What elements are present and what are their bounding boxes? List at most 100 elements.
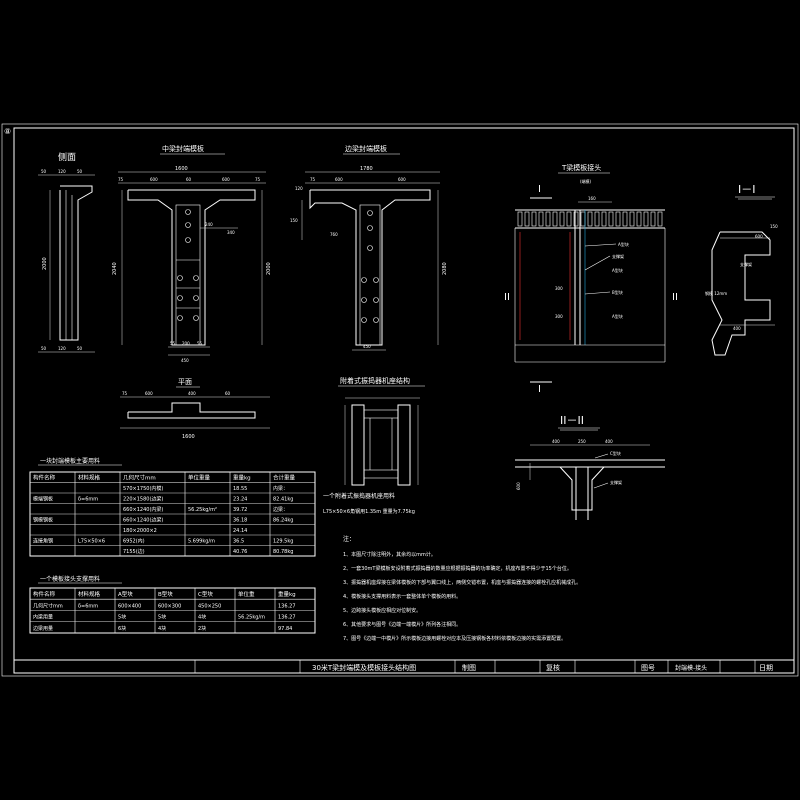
sec1-dim-3: 400 [733, 326, 741, 331]
mid-dim-4: 600 [222, 177, 230, 182]
edge-dim-3: 600 [398, 177, 406, 182]
deck-tooth [531, 211, 537, 227]
table1-title: 一块封端模板主要用料 [40, 457, 100, 465]
table1-header-3: 单位重量 [188, 474, 211, 482]
joint-subtitle: (端模) [580, 178, 592, 184]
table1-cell-5-4: 36.5 [233, 539, 244, 545]
table1-cell-0-4: 18.55 [233, 486, 247, 492]
table2-cell-0-6: 136.27 [278, 603, 296, 609]
table1-cell-3-5: 86.24kg [273, 518, 293, 524]
edge-beam-view: 边梁封端模板 1780 75 600 600 120 150 760 2080 … [290, 144, 448, 351]
sec2-lbl-2: 支撑架 [610, 479, 622, 485]
section-II-view: II－II 400 250 400 600 C型块 支撑架 [515, 414, 665, 520]
deck-tooth [573, 211, 579, 227]
sec2-dim-1: 400 [552, 439, 560, 444]
table1-cell-1-0: 模端钢板 [33, 496, 53, 503]
mid-right-height: 2000 [266, 262, 272, 275]
joint-mark-I-top: I [538, 184, 541, 195]
note-6: 6、其他要求与图号《边端一端模片》所列各注相同。 [343, 621, 461, 628]
table1-cell-1-5: 82.41kg [273, 497, 293, 503]
table2-cell-1-4: 4块 [198, 614, 206, 621]
edge-side-b: 150 [290, 218, 298, 223]
note-4: 4、模板接头支撑用料表示一套整体单个模板的用料。 [343, 593, 461, 600]
table1-cell-3-4: 36.18 [233, 518, 247, 524]
table1-cell-2-2: 660×1240(内梁) [123, 506, 163, 513]
sec1-dim-1: 600 [755, 234, 763, 239]
table2-cell-0-3: 600×300 [158, 603, 181, 609]
side-dim-bot-c: 50 [77, 346, 83, 351]
side-dim-bot-a: 50 [41, 346, 47, 351]
table2-header-4: C型块 [198, 590, 213, 598]
deck-tooth [538, 211, 544, 227]
edge-view-title: 边梁封端模板 [345, 144, 387, 153]
middle-t-outline [127, 189, 256, 346]
plan-dim-2: 600 [145, 391, 153, 396]
table2-cell-2-2: 6块 [118, 625, 126, 632]
deck-tooth [580, 211, 586, 227]
date-label: 日期 [759, 664, 773, 672]
deck-tooth [517, 211, 523, 227]
joint-lbl-2: 支撑架 [612, 253, 624, 259]
sec2-height: 600 [516, 482, 521, 490]
middle-view-title: 中梁封端模板 [162, 144, 204, 153]
table1-header-4: 重量kg [233, 474, 251, 482]
edge-dim-1: 75 [310, 177, 316, 182]
side-dim-b: 120 [58, 169, 66, 174]
table1-cell-2-3: 56.25kg/m² [188, 507, 217, 513]
table1-cell-4-4: 24.14 [233, 528, 247, 534]
mid-dim-5: 75 [255, 177, 261, 182]
table1-cell-5-3: 5.699kg/m [188, 539, 215, 545]
table2-header-3: B型块 [158, 590, 173, 598]
edge-right-height: 2080 [442, 262, 448, 275]
sec1-label: 支撑架 [740, 261, 752, 267]
table1-cell-5-1: L75×50×6 [78, 539, 105, 545]
table2-header-5: 单位重 [238, 590, 255, 598]
attach-note-text: L75×50×6角钢用1.35m 重量为7.75kg [323, 508, 415, 515]
drawing-title: 30米T梁封端模及模板接头结构图 [312, 663, 416, 672]
deck-tooth [657, 211, 663, 227]
table1-cell-1-1: δ=6mm [78, 497, 98, 503]
mid-inner-1: 240 [205, 222, 213, 227]
mid-dim-3: 60 [186, 177, 192, 182]
deck-tooth [566, 211, 572, 227]
table2-cell-0-0: 几何尺寸mm [33, 602, 63, 609]
note-5: 5、边跨接头模板应相应对位制安。 [343, 607, 421, 614]
deck-tooth [622, 211, 628, 227]
notes-block: 注： 1、本图尺寸除注明外，其余均以mm计。 2、一套30mT梁模板安设附着式振… [343, 535, 581, 642]
edge-dim-2: 600 [335, 177, 343, 182]
table2-cell-1-0: 内梁用量 [33, 614, 53, 621]
mid-dim-2: 600 [150, 177, 158, 182]
table1-header-0: 构件名称 [33, 474, 56, 482]
sec1-note: 钢模 12mm [705, 290, 727, 296]
fig-no-label: 图号 [641, 664, 655, 672]
table1-header-5: 合计重量 [273, 474, 296, 482]
attach-view: 附着式振捣器机座结构 一个附着式振捣器机座用料 L75×50×6角钢用1.35m… [323, 376, 425, 515]
plan-dim-3: 400 [188, 391, 196, 396]
plan-dim-1: 75 [122, 391, 128, 396]
review-label: 复核 [546, 663, 560, 672]
table2-cell-2-0: 边梁用量 [33, 625, 53, 632]
mid-bot-1: 55 [170, 341, 176, 346]
table2-header-0: 构件名称 [33, 590, 56, 598]
table1-cell-1-2: 220×1580(边梁) [123, 496, 163, 503]
side-view: 侧面 50 120 50 2000 50 120 50 [38, 151, 95, 353]
section-I-view: I－I 600 150 400 支撑架 钢模 12mm [705, 183, 778, 356]
deck-tooth [559, 211, 565, 227]
plan-total: 1600 [182, 434, 195, 440]
section-I-title: I－I [738, 183, 756, 196]
table2-cell-1-6: 136.27 [278, 615, 296, 621]
section-I-outline [711, 231, 771, 356]
table2-cell-1-2: 5块 [118, 614, 126, 621]
sheet-marker: ⑧ [4, 127, 11, 136]
edge-side-a: 120 [295, 186, 303, 191]
table1-header-2: 几何尺寸mm [123, 474, 156, 482]
table1-cell-6-2: 7155(边) [123, 548, 145, 555]
attach-title: 附着式振捣器机座结构 [340, 376, 410, 385]
note-1: 1、本图尺寸除注明外，其余均以mm计。 [343, 551, 436, 558]
section-II-title: II－II [560, 414, 584, 427]
deck-tooth [594, 211, 600, 227]
deck-tooth [643, 211, 649, 227]
deck-tooth [650, 211, 656, 227]
table1-cell-3-0: 钢模钢板 [33, 517, 53, 524]
